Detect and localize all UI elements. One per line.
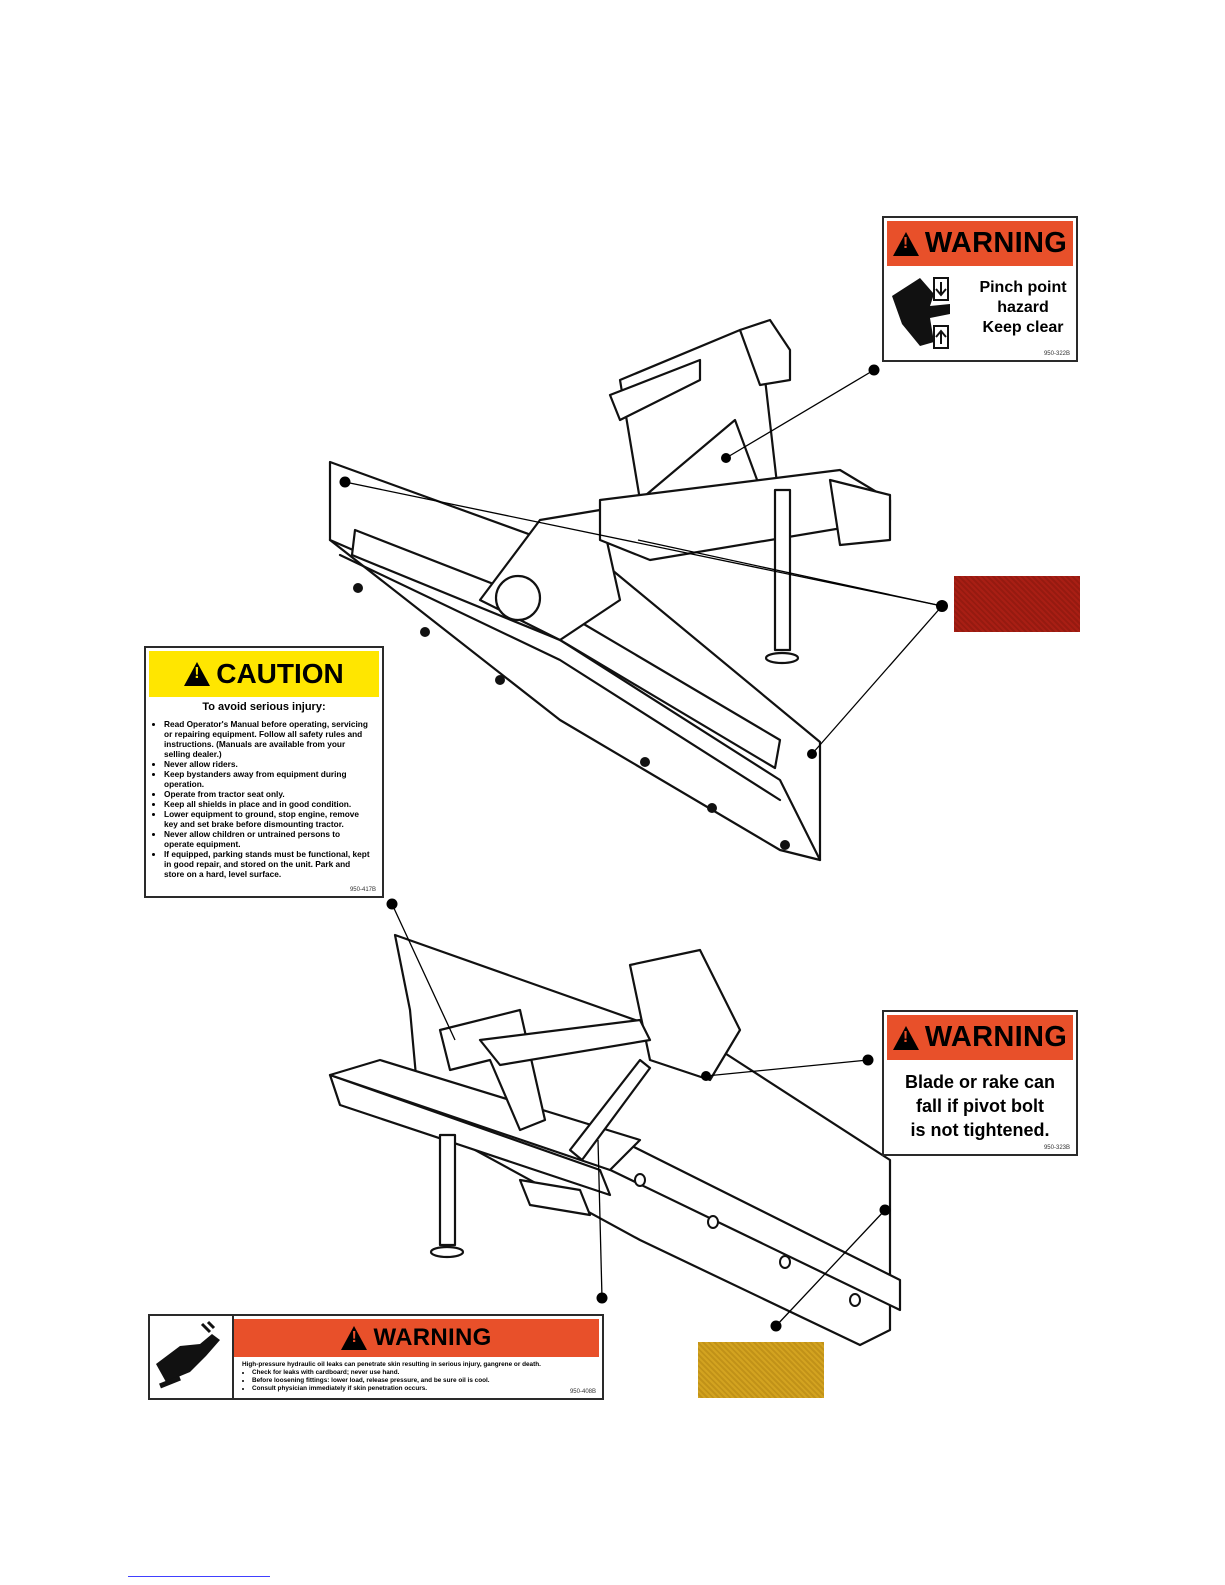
caution-item: Keep bystanders away from equipment duri… bbox=[164, 769, 372, 789]
warning-line: Blade or rake can bbox=[904, 1072, 1056, 1092]
decal-code: 950-408B bbox=[569, 1389, 596, 1395]
caution-item: Lower equipment to ground, stop engine, … bbox=[164, 809, 372, 829]
decal-code: 950-323B bbox=[1043, 1145, 1070, 1151]
hydraulic-item: Check for leaks with cardboard; never us… bbox=[252, 1369, 596, 1377]
red-reflector bbox=[954, 576, 1080, 632]
caution-item: Operate from tractor seat only. bbox=[164, 789, 372, 799]
caution-decal: CAUTION To avoid serious injury: Read Op… bbox=[144, 646, 384, 898]
hydraulic-injection-hand-icon bbox=[156, 1320, 220, 1389]
warning-line: fall if pivot bolt bbox=[916, 1096, 1044, 1116]
leader-lines bbox=[344, 369, 943, 1327]
alert-triangle-icon bbox=[892, 231, 919, 256]
top-blade-assembly bbox=[328, 318, 892, 862]
hydraulic-item: Consult physician immediately if skin pe… bbox=[252, 1385, 596, 1393]
caution-item: If equipped, parking stands must be func… bbox=[164, 849, 372, 879]
warning-header: WARNING bbox=[924, 1021, 1068, 1053]
pinch-hand-icon bbox=[892, 277, 950, 349]
alert-triangle-icon bbox=[341, 1326, 368, 1350]
caution-header: CAUTION bbox=[216, 658, 344, 689]
warning-decal-pinch-point: WARNING Pinch point hazard Keep clear 95… bbox=[882, 216, 1078, 362]
warning-header: WARNING bbox=[924, 227, 1068, 259]
bottom-blade-assembly bbox=[328, 933, 902, 1347]
warning-line: hazard bbox=[997, 299, 1049, 316]
warning-header: WARNING bbox=[373, 1324, 492, 1351]
warning-line: Pinch point bbox=[979, 279, 1067, 296]
hydraulic-list: Check for leaks with cardboard; never us… bbox=[242, 1369, 596, 1393]
warning-decal-hydraulic: WARNING High-pressure hydraulic oil leak… bbox=[148, 1314, 604, 1400]
decal-code: 950-417B bbox=[349, 887, 376, 893]
alert-triangle-icon bbox=[892, 1025, 919, 1050]
caution-item: Never allow children or untrained person… bbox=[164, 829, 372, 849]
caution-subheader: To avoid serious injury: bbox=[202, 701, 326, 713]
footnote-rule bbox=[128, 1576, 270, 1577]
caution-item: Keep all shields in place and in good co… bbox=[164, 799, 372, 809]
warning-decal-pivot-bolt: WARNING Blade or rake can fall if pivot … bbox=[882, 1010, 1078, 1156]
hydraulic-headline: High-pressure hydraulic oil leaks can pe… bbox=[242, 1361, 541, 1368]
amber-reflector bbox=[698, 1342, 824, 1398]
decal-code: 950-322B bbox=[1043, 351, 1070, 357]
hydraulic-item: Before loosening fittings: lower load, r… bbox=[252, 1377, 596, 1385]
caution-item: Never allow riders. bbox=[164, 759, 372, 769]
alert-triangle-icon bbox=[184, 662, 211, 686]
leader-dots bbox=[339, 364, 948, 1332]
caution-item: Read Operator's Manual before operating,… bbox=[164, 719, 372, 759]
caution-list: Read Operator's Manual before operating,… bbox=[146, 719, 382, 879]
warning-line: Keep clear bbox=[982, 319, 1064, 336]
warning-line: is not tightened. bbox=[910, 1120, 1050, 1140]
